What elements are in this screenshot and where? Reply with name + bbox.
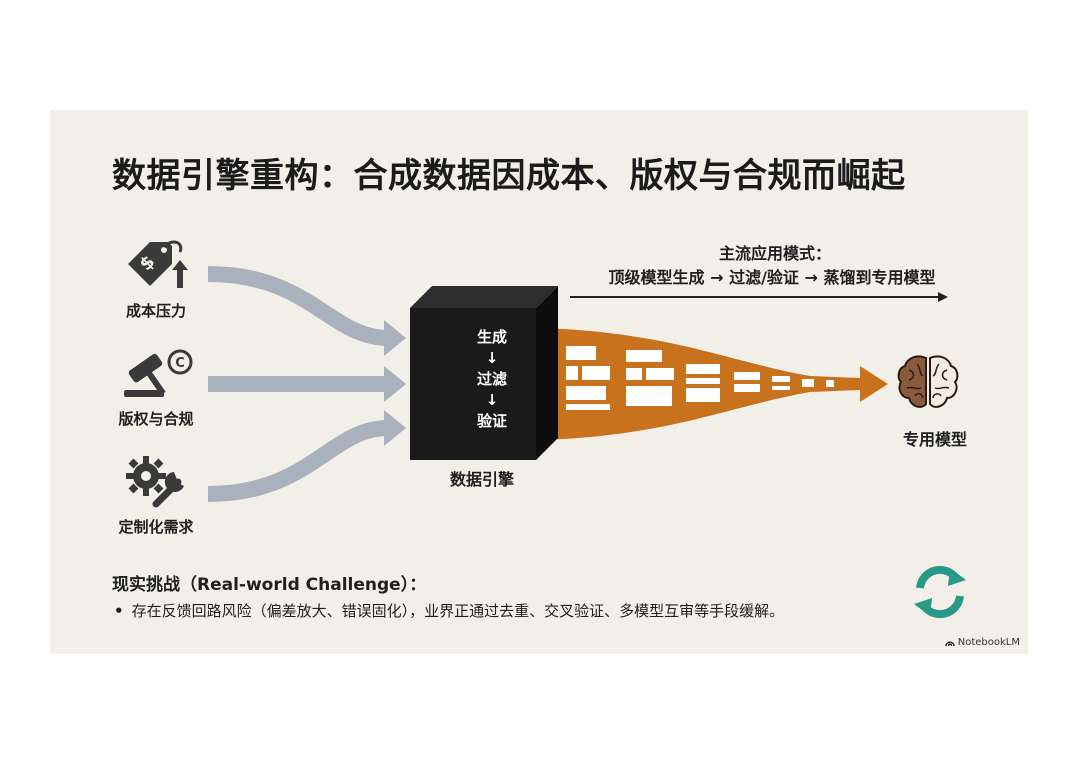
- mode-heading: 主流应用模式：: [718, 244, 831, 263]
- arrow-down-icon: ↓: [485, 391, 499, 409]
- input-label-copyright: 版权与合规: [118, 410, 194, 428]
- refresh-cycle-icon: [914, 565, 966, 619]
- input-flow-arrows: [207, 266, 406, 502]
- notebooklm-logo-icon: [944, 640, 955, 646]
- challenge-text: 存在反馈回路风险（偏差放大、错误固化），业界正通过去重、交叉验证、多模型互审等手…: [131, 602, 785, 620]
- page-title: 数据引擎重构：合成数据因成本、版权与合规而崛起: [112, 156, 906, 196]
- watermark-text: NotebookLM: [957, 637, 1020, 648]
- engine-step-generate: 生成: [476, 328, 507, 346]
- mode-arrow-line: [570, 292, 948, 302]
- gavel-copyright-icon: C: [124, 349, 193, 397]
- bullet-dot: •: [114, 602, 124, 620]
- engine-step-verify: 验证: [476, 412, 507, 430]
- brain-icon: [897, 355, 959, 408]
- svg-text:C: C: [175, 356, 185, 371]
- price-tag-dollar-up-icon: $: [128, 240, 188, 288]
- data-engine-box: [410, 286, 558, 460]
- input-label-customization: 定制化需求: [118, 518, 194, 536]
- watermark: NotebookLM: [944, 637, 1020, 648]
- engine-step-filter: 过滤: [476, 370, 507, 388]
- output-model-label: 专用模型: [902, 430, 967, 449]
- engine-label: 数据引擎: [449, 470, 514, 489]
- output-funnel: [540, 328, 888, 440]
- mode-flow: 顶级模型生成 → 过滤/验证 → 蒸馏到专用模型: [608, 268, 936, 287]
- challenge-bullet: • 存在反馈回路风险（偏差放大、错误固化），业界正通过去重、交叉验证、多模型互审等…: [114, 600, 784, 621]
- input-label-cost: 成本压力: [125, 302, 186, 320]
- gear-wrench-icon: [126, 456, 184, 508]
- engine-steps: 生成 ↓ 过滤 ↓ 验证: [450, 327, 534, 432]
- challenge-heading: 现实挑战（Real-world Challenge）：: [112, 575, 427, 595]
- slide: 数据引擎重构：合成数据因成本、版权与合规而崛起 $ C: [50, 110, 1028, 654]
- arrow-down-icon: ↓: [485, 349, 499, 367]
